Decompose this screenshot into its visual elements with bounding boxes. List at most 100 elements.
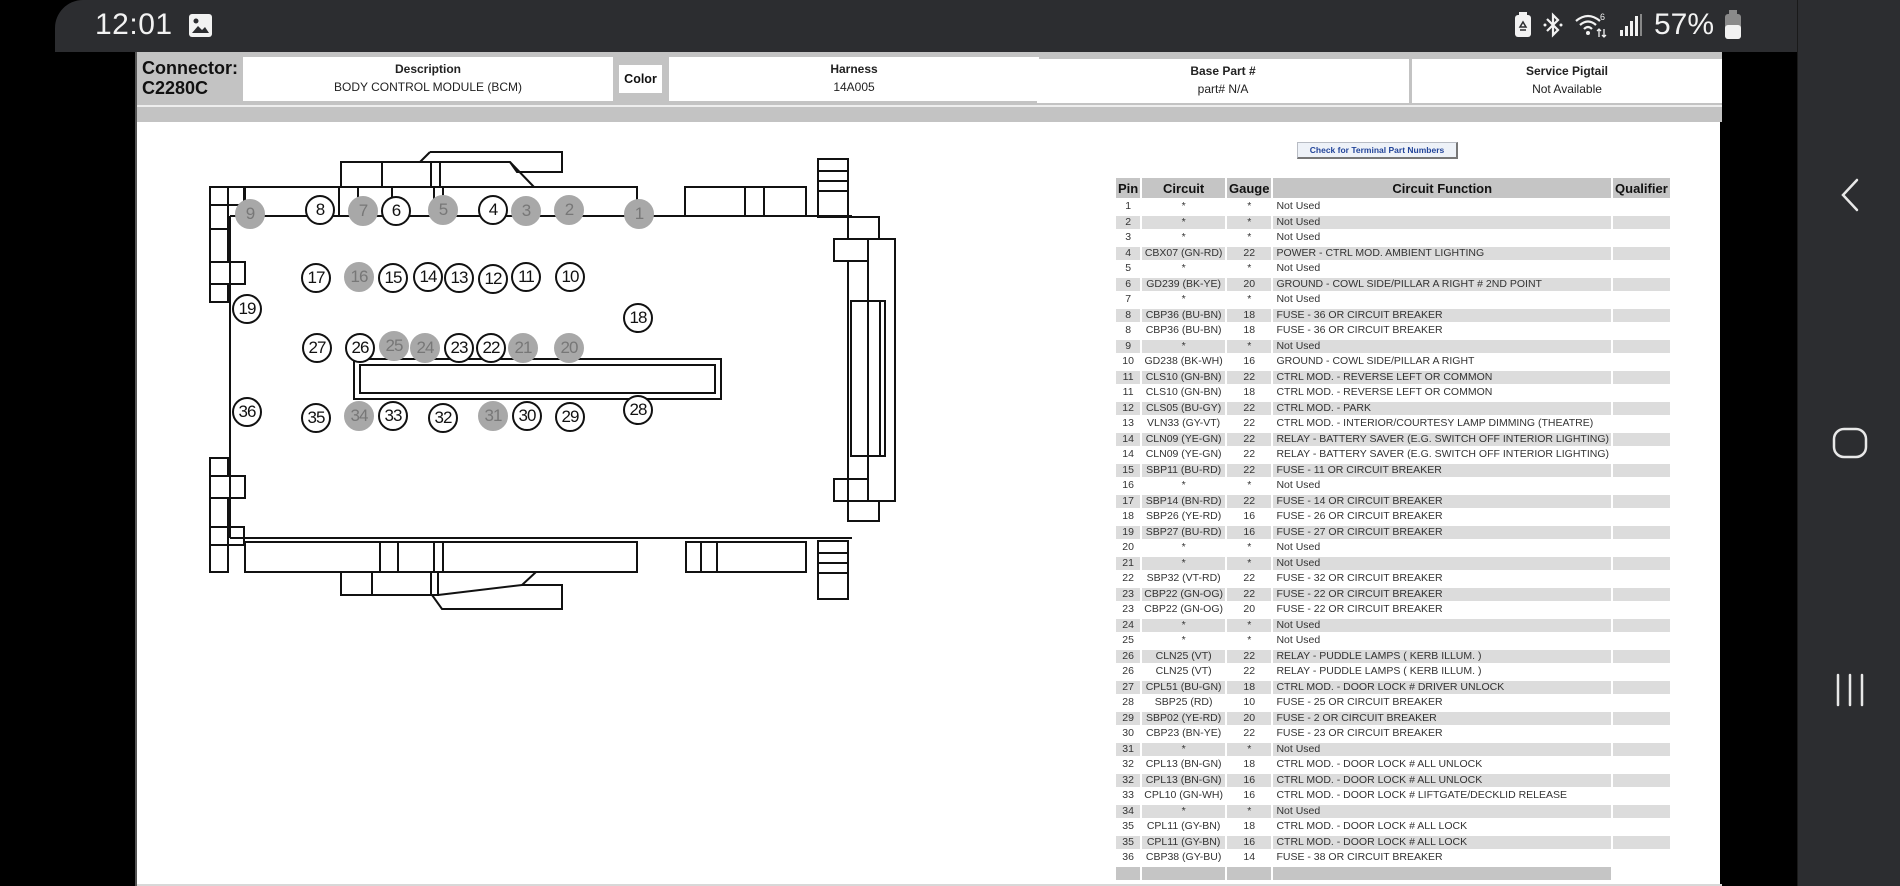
pin-32[interactable]: 32	[428, 403, 458, 433]
pin-28[interactable]: 28	[623, 395, 653, 425]
circuit-function-cell: FUSE - 38 OR CIRCUIT BREAKER	[1276, 851, 1443, 863]
pin-14[interactable]: 14	[413, 262, 443, 292]
pin-cell: 4	[1116, 246, 1141, 260]
circuit-function-cell: CTRL MOD. - DOOR LOCK # ALL UNLOCK	[1276, 758, 1483, 770]
pin-30[interactable]: 30	[512, 401, 542, 431]
pin-12[interactable]: 12	[478, 264, 508, 294]
pin-33[interactable]: 33	[378, 401, 408, 431]
table-row: 34**Not Used	[1116, 804, 1670, 818]
circuit-cell: SBP14 (BN-RD)	[1142, 494, 1225, 508]
pin-4[interactable]: 4	[478, 195, 508, 225]
status-bar: 12:01 6	[55, 0, 1797, 52]
pin-3[interactable]: 3	[511, 196, 541, 226]
pin-6[interactable]: 6	[381, 196, 411, 226]
circuit-cell: *	[1142, 742, 1225, 756]
pin-17[interactable]: 17	[301, 263, 331, 293]
circuit-function-cell: CTRL MOD. - REVERSE LEFT OR COMMON	[1273, 370, 1612, 384]
pin-9[interactable]: 9	[235, 199, 265, 229]
pin-25[interactable]: 25	[379, 331, 409, 361]
table-row: 7**Not Used	[1116, 293, 1670, 307]
circuit-function-cell: FUSE - 22 OR CIRCUIT BREAKER	[1276, 603, 1443, 615]
pin-36[interactable]: 36	[232, 397, 262, 427]
circuit-function-cell: POWER - CTRL MOD. AMBIENT LIGHTING	[1273, 246, 1612, 260]
battery-icon	[1725, 10, 1741, 39]
pin-15[interactable]: 15	[378, 263, 408, 293]
pin-11[interactable]: 11	[511, 262, 541, 292]
home-button[interactable]	[1798, 418, 1900, 468]
gauge-cell: *	[1247, 479, 1252, 491]
qualifier-cell	[1613, 696, 1670, 710]
circuit-function-cell: RELAY - PUDDLE LAMPS ( KERB ILLUM. )	[1273, 649, 1612, 663]
qualifier-cell	[1613, 804, 1670, 818]
circuit-cell: SBP11 (BU-RD)	[1142, 463, 1225, 477]
qualifier-cell	[1613, 262, 1670, 276]
pin-5[interactable]: 5	[428, 195, 458, 225]
qualifier-cell	[1613, 479, 1670, 493]
pin-29[interactable]: 29	[555, 402, 585, 432]
qualifier-cell	[1613, 742, 1670, 756]
circuit-function-cell: Not Used	[1276, 541, 1321, 553]
pin-13[interactable]: 13	[444, 263, 474, 293]
pin-1[interactable]: 1	[624, 199, 654, 229]
gauge-cell: *	[1227, 618, 1272, 632]
circuit-cell: CLN09 (YE-GN)	[1145, 448, 1222, 460]
pin-19[interactable]: 19	[232, 294, 262, 324]
harness-box: Harness 14A005	[669, 57, 1039, 101]
pin-23[interactable]: 23	[444, 333, 474, 363]
pin-31[interactable]: 31	[478, 401, 508, 431]
pin-27[interactable]: 27	[302, 333, 332, 363]
pin-18[interactable]: 18	[623, 303, 653, 333]
pin-20[interactable]: 20	[554, 333, 584, 363]
pin-24[interactable]: 24	[410, 333, 440, 363]
circuit-function-cell: Not Used	[1276, 231, 1321, 243]
qualifier-cell	[1613, 525, 1670, 539]
pin-16[interactable]: 16	[344, 262, 374, 292]
pin-cell: 19	[1116, 525, 1141, 539]
circuit-cell: GD239 (BK-YE)	[1142, 277, 1225, 291]
gauge-cell: 16	[1243, 789, 1256, 801]
pin-cell: 20	[1122, 541, 1134, 553]
gauge-cell: *	[1227, 556, 1272, 570]
circuit-cell: *	[1142, 215, 1225, 229]
pin-10[interactable]: 10	[555, 262, 585, 292]
qualifier-cell	[1613, 541, 1670, 555]
gauge-cell: *	[1247, 200, 1252, 212]
table-footer-row	[1116, 866, 1670, 880]
qualifier-cell	[1613, 293, 1670, 307]
harness-label: Harness	[830, 62, 878, 76]
circuit-function-cell: FUSE - 25 OR CIRCUIT BREAKER	[1276, 696, 1443, 708]
circuit-function-cell: CTRL MOD. - DOOR LOCK # ALL UNLOCK	[1273, 773, 1612, 787]
check-terminal-part-numbers-button[interactable]: Check for Terminal Part Numbers	[1297, 142, 1458, 159]
recents-button[interactable]	[1798, 665, 1900, 715]
service-pigtail-label: Service Pigtail	[1525, 64, 1609, 78]
qualifier-cell	[1613, 324, 1670, 338]
pin-8[interactable]: 8	[305, 195, 335, 225]
pin-7[interactable]: 7	[348, 196, 378, 226]
pin-35[interactable]: 35	[301, 403, 331, 433]
pin-22[interactable]: 22	[476, 333, 506, 363]
connector-label: Connector:	[142, 58, 238, 78]
qualifier-cell	[1613, 758, 1670, 772]
qualifier-cell	[1613, 215, 1670, 229]
pin-cell: 27	[1116, 680, 1141, 694]
harness-value: 14A005	[833, 80, 875, 94]
pin-2[interactable]: 2	[554, 195, 584, 225]
pin-21[interactable]: 21	[508, 333, 538, 363]
footer-cell	[1227, 866, 1272, 880]
back-button[interactable]	[1798, 170, 1900, 220]
pin-26[interactable]: 26	[345, 333, 375, 363]
pin-cell: 11	[1116, 370, 1141, 384]
status-time: 12:01	[95, 8, 173, 41]
pin-cell: 28	[1122, 696, 1134, 708]
pin-34[interactable]: 34	[344, 401, 374, 431]
connector-page: Connector: C2280C Description BODY CONTR…	[135, 52, 1722, 886]
circuit-function-cell: FUSE - 26 OR CIRCUIT BREAKER	[1276, 510, 1443, 522]
